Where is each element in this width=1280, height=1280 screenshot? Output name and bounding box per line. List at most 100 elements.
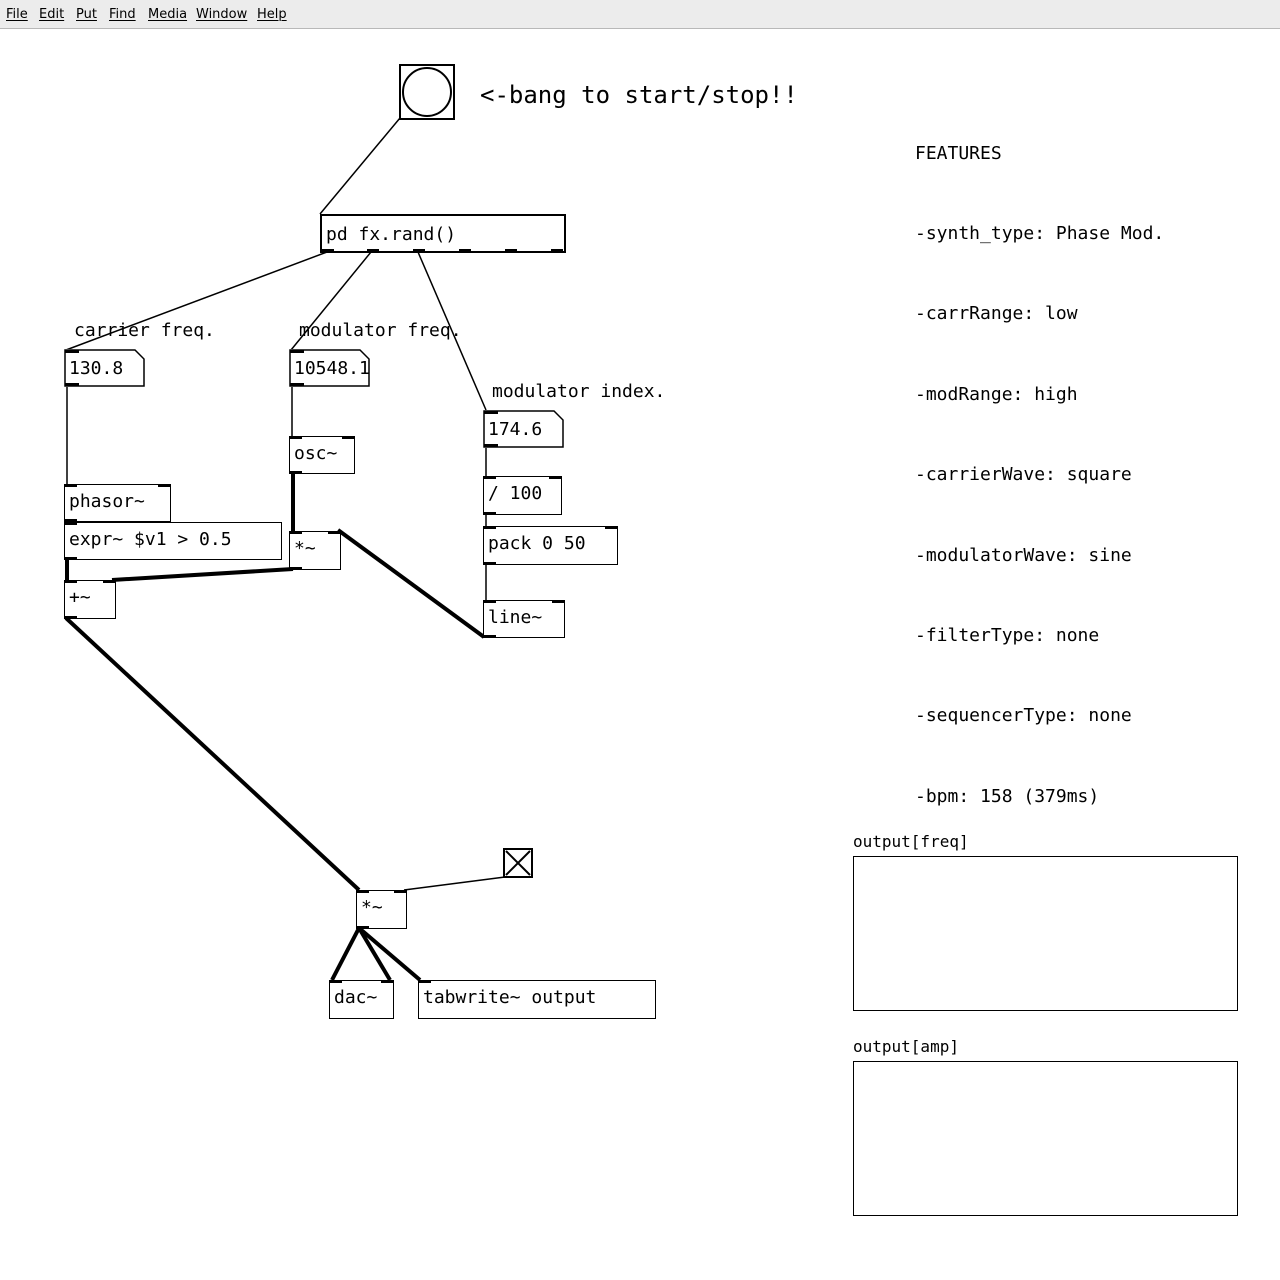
outlet[interactable] [484,562,496,565]
output-toggle[interactable] [503,848,533,878]
outlet[interactable] [357,926,369,929]
cord-pd-to-carrier [65,251,328,351]
outlet[interactable] [65,557,77,560]
object-text: pack 0 50 [488,533,586,554]
amp-graph-label: output[amp] [853,1037,959,1056]
outlet[interactable] [65,616,77,619]
features-title: FEATURES [915,142,1002,164]
feature-line: -carrRange: low [915,303,1078,325]
object-text: line~ [488,607,543,628]
outlet[interactable] [484,635,496,638]
outlet[interactable] [65,519,77,522]
osc-object[interactable]: osc~ [289,436,355,474]
inlet[interactable] [357,890,369,893]
feature-line: -filterType: none [915,624,1100,646]
inlet[interactable] [484,526,496,529]
inlet[interactable] [394,890,406,893]
object-text: tabwrite~ output [423,987,597,1008]
inlet[interactable] [552,600,564,603]
start-stop-bang[interactable] [399,64,455,120]
patch-canvas[interactable]: <-bang to start/stop!! FEATURES -synth_t… [0,30,1280,1280]
inlet[interactable] [290,436,302,439]
inlet[interactable] [328,531,340,534]
cord-out-to-tabwrite [357,926,422,982]
amp-graph[interactable] [853,1061,1238,1216]
object-text: osc~ [294,443,338,464]
inlet[interactable] [605,526,617,529]
outlet[interactable] [459,249,471,252]
pack-object[interactable]: pack 0 50 [483,526,618,565]
menu-find[interactable]: Find [109,7,136,22]
number-value: 174.6 [488,419,543,440]
outlet[interactable] [367,249,379,252]
inlet[interactable] [103,580,115,583]
div-object[interactable]: / 100 [483,476,562,515]
expr-object[interactable]: expr~ $v1 > 0.5 [64,522,282,560]
feature-line: -synth_type: Phase Mod. [915,222,1165,244]
menu-window[interactable]: Window [196,7,248,22]
menu-media[interactable]: Media [148,7,188,22]
menu-edit[interactable]: Edit [39,7,65,22]
freq-graph[interactable] [853,856,1238,1011]
modulator-index-number[interactable]: 174.6 [483,410,565,448]
bang-circle-icon [402,67,452,117]
inlet[interactable] [484,600,496,603]
object-text: expr~ $v1 > 0.5 [69,529,232,550]
feature-line: -carrierWave: square [915,464,1132,486]
mul-mod-object[interactable]: *~ [289,531,341,570]
menu-help[interactable]: Help [257,7,287,22]
object-text: +~ [69,587,91,608]
inlet[interactable] [65,580,77,583]
modulator-index-comment: modulator index. [492,381,666,402]
dac-object[interactable]: dac~ [329,980,394,1019]
inlet[interactable] [330,980,342,983]
cord-pd-to-modulator [290,251,372,351]
inlet[interactable] [342,436,354,439]
object-text: phasor~ [69,491,145,512]
inlet[interactable] [158,484,170,487]
inlet[interactable] [290,531,302,534]
modulator-freq-number[interactable]: 10548.1 [289,349,371,387]
feature-line: -sequencerType: none [915,705,1132,727]
toggle-x-icon [505,850,531,876]
features-comment: FEATURES -synth_type: Phase Mod. -carrRa… [915,87,1164,864]
menu-put[interactable]: Put [76,7,97,22]
outlet[interactable] [322,249,334,252]
modulator-freq-comment: modulator freq. [299,320,462,341]
pd-rand-object[interactable]: pd fx.rand() [320,214,566,253]
number-box-shape [64,349,145,387]
phasor-object[interactable]: phasor~ [64,484,171,522]
inlet[interactable] [65,522,77,525]
number-box-shape [289,349,370,387]
object-text: / 100 [488,483,543,504]
outlet[interactable] [551,249,563,252]
menu-file[interactable]: File [6,7,28,22]
inlet[interactable] [484,476,496,479]
feature-line: -bpm: 158 (379ms) [915,785,1100,807]
feature-line: -modulatorWave: sine [915,544,1132,566]
number-value: 130.8 [69,358,124,379]
tabwrite-object[interactable]: tabwrite~ output [418,980,656,1019]
cord-toggle-to-mul [403,876,506,891]
outlet[interactable] [413,249,425,252]
feature-line: -modRange: high [915,383,1078,405]
inlet[interactable] [549,476,561,479]
mul-out-object[interactable]: *~ [356,890,407,929]
outlet[interactable] [505,249,517,252]
line-object[interactable]: line~ [483,600,565,638]
add-object[interactable]: +~ [64,580,116,619]
inlet[interactable] [381,980,393,983]
cord-mul-to-add [111,567,294,582]
inlet[interactable] [419,980,431,983]
cord-bang-to-pd [319,117,401,215]
object-text: dac~ [334,987,378,1008]
freq-graph-label: output[freq] [853,832,969,851]
outlet[interactable] [290,471,302,474]
object-text: *~ [294,538,316,559]
inlet[interactable] [65,484,77,487]
carrier-freq-comment: carrier freq. [74,320,215,341]
number-value: 10548.1 [294,358,370,379]
outlet[interactable] [290,567,302,570]
carrier-freq-number[interactable]: 130.8 [64,349,146,387]
outlet[interactable] [484,512,496,515]
